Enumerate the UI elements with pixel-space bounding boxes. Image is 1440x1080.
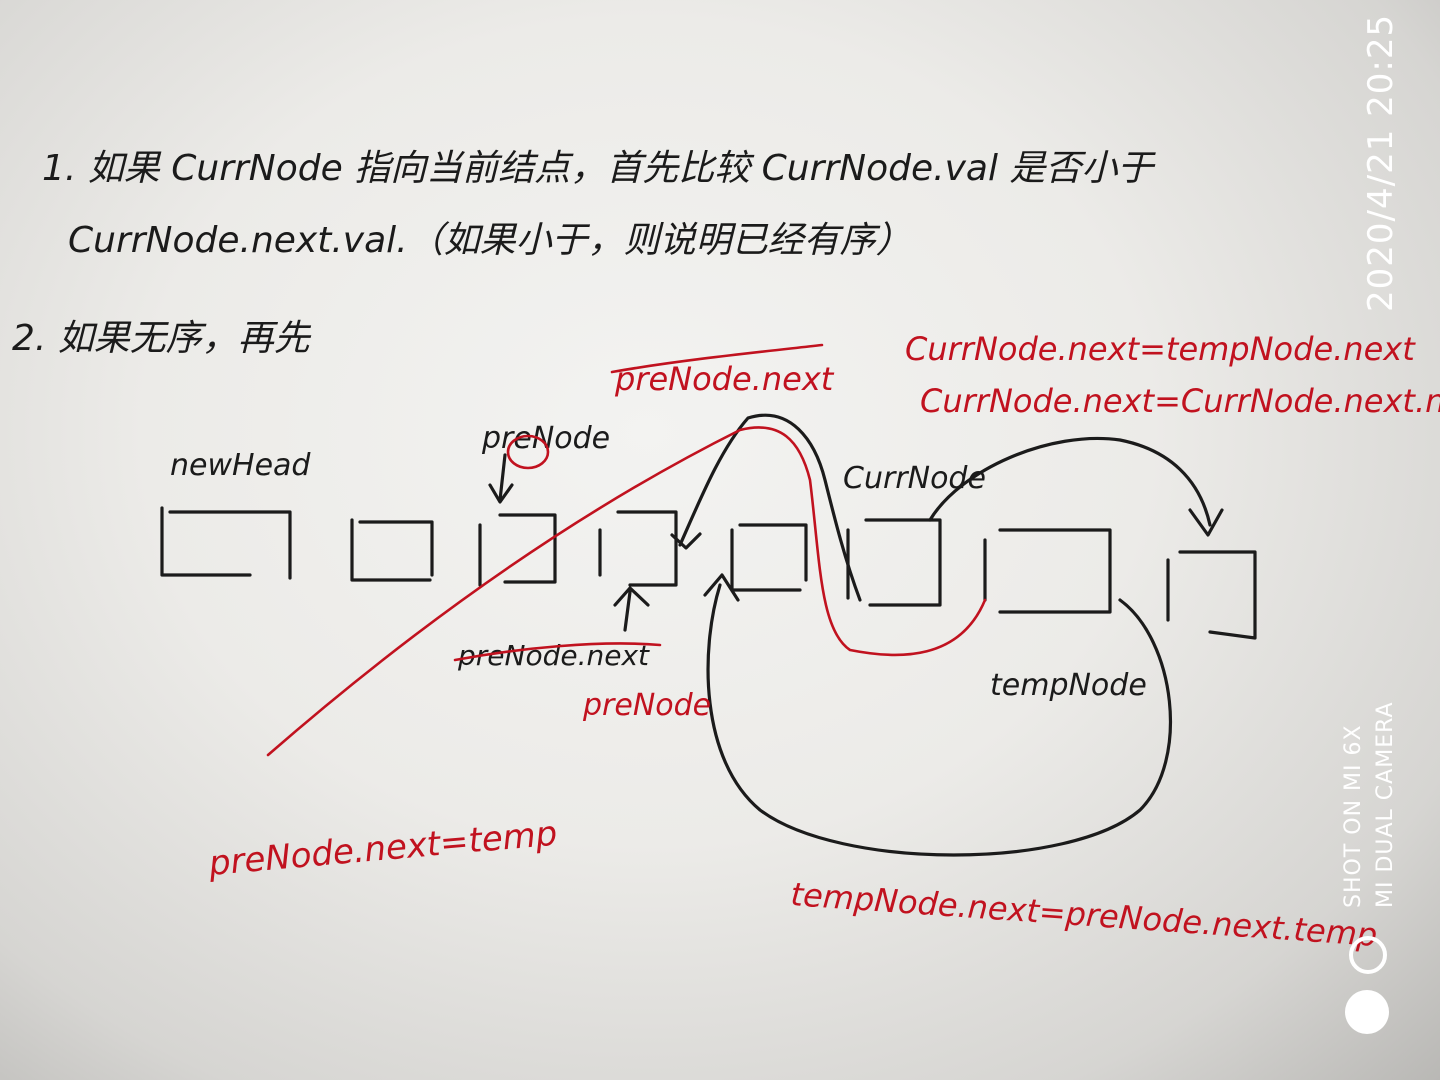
list-node-box xyxy=(160,506,292,580)
linked-list-nodes xyxy=(160,506,1257,640)
note-line-3: 2. 如果无序，再先 xyxy=(12,318,312,359)
curr-next-arrowhead xyxy=(670,532,702,550)
prenode-down-arrow xyxy=(498,453,507,502)
label-prenode-red: preNode xyxy=(582,688,711,723)
note-line-2: CurrNode.next.val.（如果小于，则说明已经有序） xyxy=(68,220,912,261)
list-node-box xyxy=(730,523,808,592)
prenode-down-arrowhead xyxy=(488,483,514,504)
red-note-tempnode-next: tempNode.next=preNode.next.temp xyxy=(789,875,1378,954)
camera-logo-dot-icon xyxy=(1345,990,1389,1034)
timestamp-watermark: 2020/4/21 20:25 xyxy=(1361,14,1401,312)
list-node-box xyxy=(983,528,1112,614)
camera-logo-ring-icon xyxy=(1349,936,1387,974)
red-note-prenode-next-temp: preNode.next=temp xyxy=(206,814,559,884)
list-node-box xyxy=(1166,550,1257,640)
label-currnode: CurrNode xyxy=(843,461,986,496)
curr-to-last-arrowhead xyxy=(1188,508,1224,537)
list-node-box xyxy=(598,510,678,587)
list-node-box xyxy=(478,513,557,587)
note-line-1: 1. 如果 CurrNode 指向当前结点，首先比较 CurrNode.val … xyxy=(42,148,1156,189)
camera-watermark-line-2: MI DUAL CAMERA xyxy=(1373,701,1398,908)
strikethrough-mark xyxy=(453,642,662,662)
prenode-next-up-arrow xyxy=(623,590,632,632)
temp-loop-arrowhead xyxy=(703,573,740,602)
red-relink-line xyxy=(266,426,987,757)
label-newhead: newHead xyxy=(170,448,311,483)
red-note-currnext-tempnext: CurrNode.next=tempNode.next xyxy=(905,330,1416,368)
list-node-box xyxy=(350,518,434,582)
camera-watermark-line-1: SHOT ON MI 6X xyxy=(1341,724,1366,908)
label-prenode: preNode xyxy=(481,421,610,456)
label-tempnode: tempNode xyxy=(990,668,1147,703)
temp-loop-curve xyxy=(706,583,1173,857)
list-node-box xyxy=(846,518,942,607)
prenode-next-up-arrowhead xyxy=(613,586,650,607)
curr-next-curve xyxy=(678,413,862,602)
red-circle-mark xyxy=(506,434,550,470)
strikethrough-mark xyxy=(610,343,824,374)
red-note-currnext-nextnext: CurrNode.next=CurrNode.next.next xyxy=(920,382,1440,420)
curr-to-last-curve xyxy=(928,436,1212,527)
